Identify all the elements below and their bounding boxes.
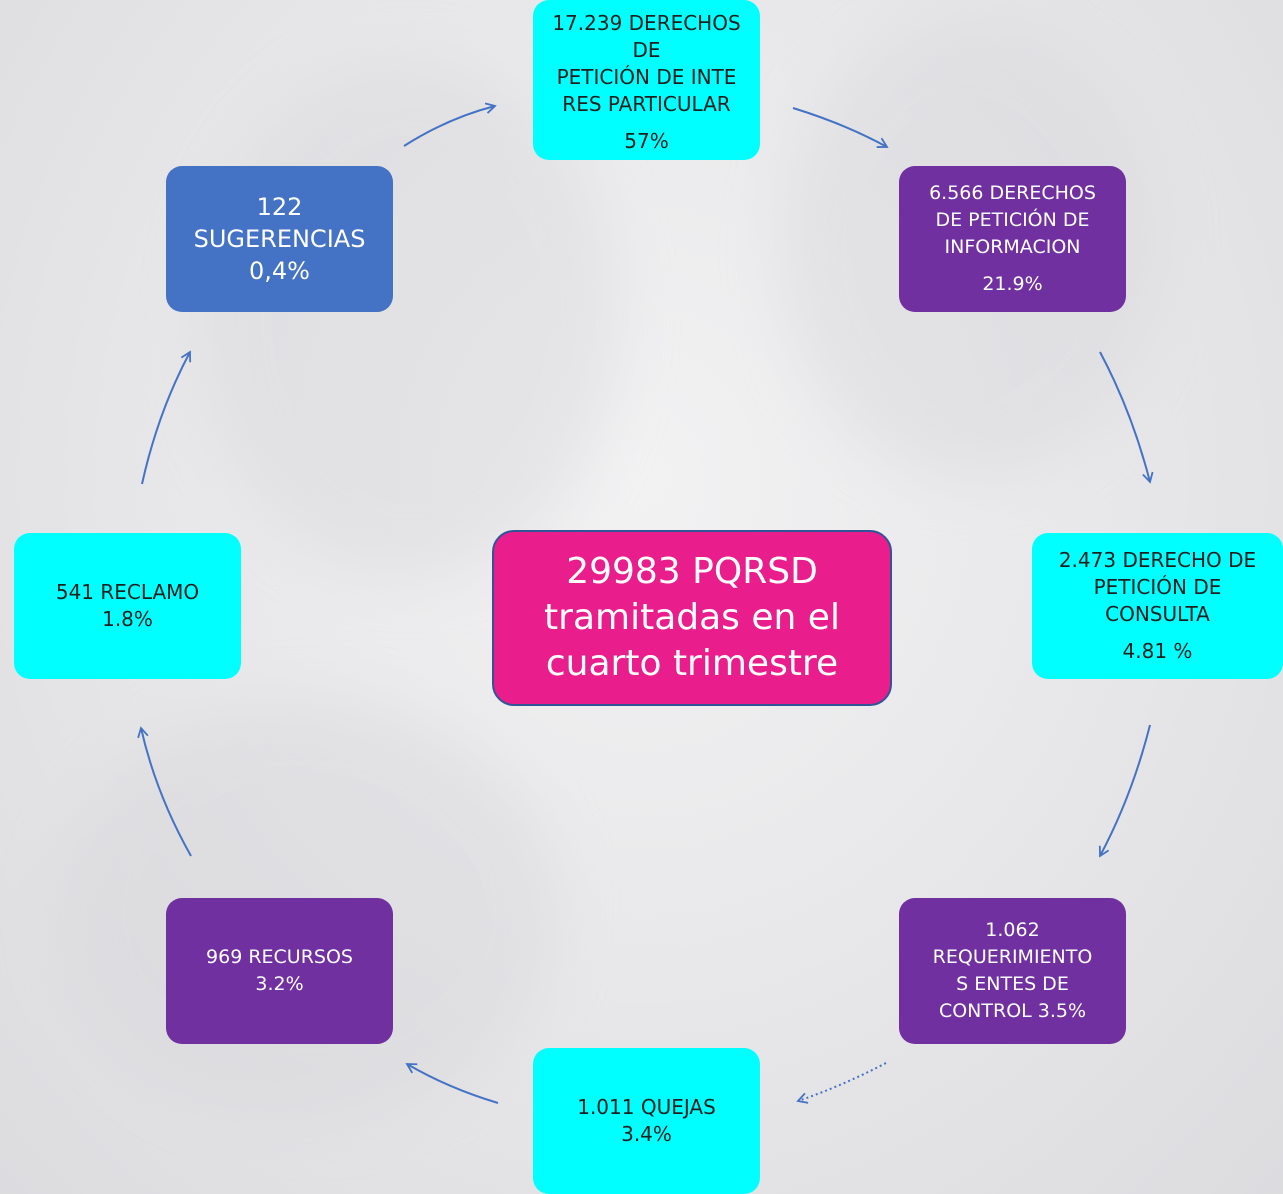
arrow-reclamo-to-sugerencias — [141, 350, 192, 485]
node-text: 122 — [256, 193, 303, 221]
node-text: 1.8% — [102, 607, 153, 631]
node-text: 3.4% — [621, 1122, 672, 1146]
node-text: DE — [632, 38, 661, 62]
center-line: 29983 PQRSD — [566, 551, 818, 592]
node-consulta: 2.473 DERECHO DE PETICIÓN DE CONSULTA 4.… — [1032, 533, 1283, 679]
node-entes-control: 1.062 REQUERIMIENTO S ENTES DE CONTROL 3… — [899, 898, 1126, 1044]
node-text: 969 RECURSOS — [206, 946, 353, 968]
center-line: tramitadas en el — [544, 597, 840, 638]
node-quejas: 1.011 QUEJAS 3.4% — [533, 1048, 760, 1194]
node-text: 541 RECLAMO — [55, 580, 200, 604]
node-text: SUGERENCIAS — [193, 225, 366, 253]
node-text: S ENTES DE — [956, 973, 1069, 995]
node-text: INFORMACION — [944, 236, 1081, 258]
node-text: 1.011 QUEJAS — [577, 1095, 716, 1119]
node-text: REQUERIMIENTO — [932, 946, 1093, 968]
arrow-sugerencias-to-interes — [403, 102, 497, 147]
node-text: 0,4% — [249, 257, 310, 285]
node-percent: 57% — [624, 129, 669, 153]
node-text: 6.566 DERECHOS — [929, 182, 1096, 204]
node-recursos: 969 RECURSOS 3.2% — [166, 898, 393, 1044]
arrow-interes-to-informacion — [792, 107, 889, 148]
arrow-informacion-to-consulta — [1099, 351, 1154, 484]
node-informacion: 6.566 DERECHOS DE PETICIÓN DE INFORMACIO… — [899, 166, 1126, 312]
arrow-quejas-to-recursos — [405, 1063, 499, 1104]
node-text: CONSULTA — [1105, 602, 1210, 626]
arrow-consulta-to-entes — [1098, 724, 1151, 858]
node-percent: 21.9% — [982, 273, 1043, 295]
node-text: 3.2% — [255, 973, 304, 995]
node-sugerencias: 122 SUGERENCIAS 0,4% — [166, 166, 393, 312]
node-reclamo: 541 RECLAMO 1.8% — [14, 533, 241, 679]
node-text: DE PETICIÓN DE — [935, 209, 1090, 231]
node-percent: 4.81 % — [1122, 639, 1193, 663]
node-text: 2.473 DERECHO DE — [1058, 548, 1257, 572]
arrow-recursos-to-reclamo — [137, 726, 192, 857]
node-text: 17.239 DERECHOS — [552, 11, 741, 35]
center-line: cuarto trimestre — [545, 643, 839, 684]
node-text: PETICIÓN DE — [1093, 575, 1222, 599]
node-text: 1.062 — [985, 919, 1040, 941]
node-interes-particular: 17.239 DERECHOS DE PETICIÓN DE INTE RES … — [533, 0, 760, 160]
arrow-entes-to-quejas — [796, 1062, 887, 1104]
node-text: CONTROL 3.5% — [938, 1000, 1087, 1022]
node-text: RES PARTICULAR — [562, 92, 731, 116]
node-text: PETICIÓN DE INTE — [556, 65, 737, 89]
center-total-box: 29983 PQRSD tramitadas en el cuarto trim… — [492, 530, 892, 706]
